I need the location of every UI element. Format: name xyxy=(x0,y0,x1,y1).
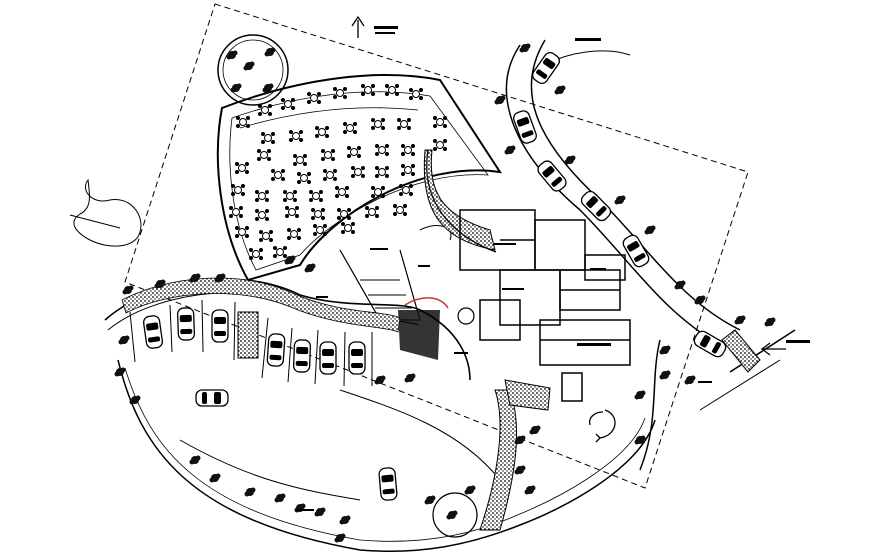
sketch-doodle xyxy=(69,178,142,247)
table-set-icon xyxy=(228,83,448,261)
entry-ramp xyxy=(721,329,761,373)
turnaround-arrow-icon xyxy=(588,409,616,443)
lower-walkway xyxy=(479,389,518,531)
service-road xyxy=(505,44,721,346)
fountain xyxy=(457,307,475,325)
car-icon xyxy=(511,49,729,360)
site-boundary xyxy=(124,3,749,489)
drawing-labels xyxy=(296,26,810,511)
lower-lawn xyxy=(117,359,656,553)
parking-bays xyxy=(129,299,373,387)
garden-circle xyxy=(217,34,289,106)
north-arrow-icon xyxy=(351,15,365,38)
service-building xyxy=(459,209,631,402)
hedge-band xyxy=(121,277,401,333)
central-walkway xyxy=(339,249,449,321)
dining-hall xyxy=(216,74,503,282)
tree-icon xyxy=(243,61,255,71)
